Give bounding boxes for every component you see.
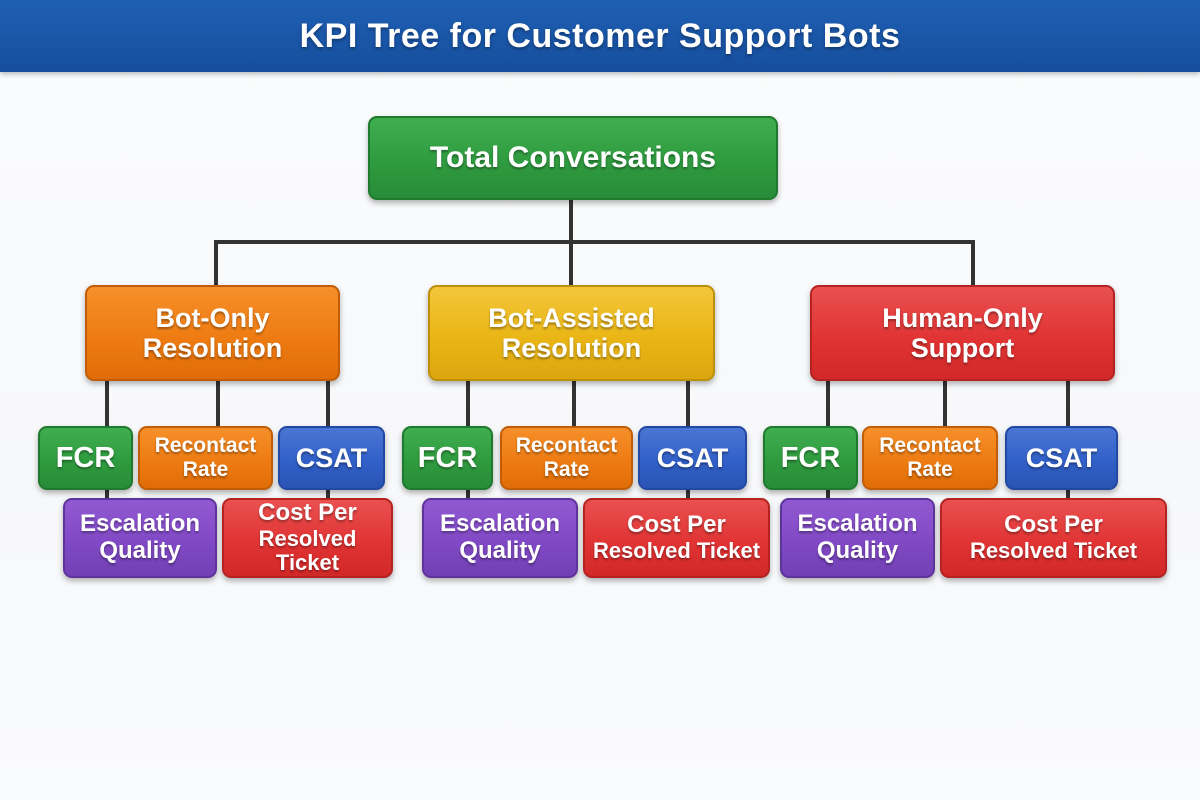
- node-csat-branch-1: CSAT: [278, 426, 385, 490]
- node-label-line1: Escalation: [797, 510, 918, 538]
- node-label-line1: Recontact: [154, 434, 257, 458]
- connector-b2-fcr: [466, 378, 470, 430]
- node-label-line1: Bot-Assisted: [488, 302, 655, 333]
- connector-b1-csat: [326, 378, 330, 430]
- node-label-line1: Bot-Only: [155, 302, 270, 333]
- node-fcr-branch-3: FCR: [763, 426, 858, 490]
- node-label-line2: Resolved Ticket: [592, 538, 761, 564]
- node-label-line2: Rate: [907, 458, 953, 481]
- node-fcr-branch-1: FCR: [38, 426, 133, 490]
- node-label-line2: Resolved Ticket: [969, 538, 1138, 564]
- connector-b2-csat: [686, 378, 690, 430]
- connector-b3-escalation: [826, 484, 830, 502]
- node-label-line2: Rate: [543, 458, 590, 481]
- node-label-line2: Quality: [816, 537, 899, 564]
- header-bar: KPI Tree for Customer Support Bots: [0, 0, 1200, 72]
- node-fcr-branch-2: FCR: [402, 426, 493, 490]
- node-label-line1: Human-Only: [882, 302, 1043, 333]
- connector-root-drop: [569, 200, 573, 244]
- node-human-only-support: Human-Only Support: [810, 285, 1115, 381]
- node-total-conversations: Total Conversations: [368, 116, 778, 200]
- connector-horizontal-bus: [214, 240, 975, 244]
- node-label: CSAT: [1025, 442, 1098, 473]
- node-label-line2: Quality: [99, 537, 181, 564]
- node-label-line2: Rate: [182, 458, 229, 481]
- node-label-line1: Escalation: [79, 510, 201, 538]
- node-recontact-rate-branch-2: Recontact Rate: [500, 426, 633, 490]
- node-escalation-quality-branch-3: Escalation Quality: [780, 498, 935, 578]
- node-label-line1: Cost Per: [627, 511, 726, 539]
- node-label-line1: Escalation: [439, 510, 561, 538]
- connector-b1-cost: [326, 484, 330, 502]
- node-label: FCR: [780, 441, 841, 474]
- node-label-line2: Resolved Ticket: [258, 525, 357, 576]
- node-label-line2: Resolution: [142, 333, 283, 363]
- connector-drop-branch-2: [569, 240, 573, 288]
- connector-b3-csat: [1066, 378, 1070, 430]
- node-csat-branch-2: CSAT: [638, 426, 747, 490]
- node-label: CSAT: [295, 442, 368, 473]
- node-label-line1: Cost Per: [1004, 511, 1103, 539]
- connector-b2-escalation: [466, 484, 470, 502]
- node-cost-per-resolved-ticket-branch-2: Cost Per Resolved Ticket: [583, 498, 770, 578]
- node-label: CSAT: [656, 442, 729, 473]
- node-label-line2: Resolution: [501, 333, 642, 363]
- connector-b1-escalation: [105, 484, 109, 502]
- node-label: Total Conversations: [429, 141, 717, 175]
- connector-drop-branch-3: [971, 240, 975, 288]
- connector-b3-fcr: [826, 378, 830, 430]
- node-bot-assisted-resolution: Bot-Assisted Resolution: [428, 285, 715, 381]
- node-recontact-rate-branch-1: Recontact Rate: [138, 426, 273, 490]
- connector-b3-cost: [1066, 484, 1070, 502]
- node-recontact-rate-branch-3: Recontact Rate: [862, 426, 998, 490]
- node-label: FCR: [55, 441, 116, 474]
- node-label-line2: Support: [910, 333, 1015, 363]
- connector-b1-recontact: [216, 378, 220, 430]
- connector-drop-branch-1: [214, 240, 218, 288]
- node-csat-branch-3: CSAT: [1005, 426, 1118, 490]
- page-title: KPI Tree for Customer Support Bots: [299, 16, 901, 55]
- connector-b2-recontact: [572, 378, 576, 430]
- node-cost-per-resolved-ticket-branch-1: Cost Per Resolved Ticket: [222, 498, 393, 578]
- connector-b3-recontact: [943, 378, 947, 430]
- node-escalation-quality-branch-1: Escalation Quality: [63, 498, 217, 578]
- node-label-line1: Cost Per: [258, 498, 357, 526]
- connector-b1-fcr: [105, 378, 109, 430]
- node-label-line1: Recontact: [879, 434, 981, 458]
- node-label-line1: Recontact: [515, 434, 618, 458]
- connector-b2-cost: [686, 484, 690, 502]
- node-escalation-quality-branch-2: Escalation Quality: [422, 498, 578, 578]
- node-cost-per-resolved-ticket-branch-3: Cost Per Resolved Ticket: [940, 498, 1167, 578]
- node-label: FCR: [417, 441, 478, 474]
- node-label-line2: Quality: [459, 537, 541, 564]
- node-bot-only-resolution: Bot-Only Resolution: [85, 285, 340, 381]
